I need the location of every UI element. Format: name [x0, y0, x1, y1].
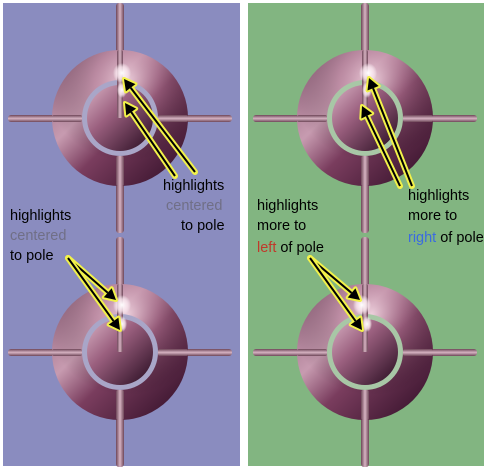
arrow-icon [65, 255, 122, 332]
arrow-icon [307, 255, 364, 332]
label-right-bottom: highlights more to left of pole [257, 198, 324, 256]
target-left-bottom [8, 237, 232, 467]
arrow-icon [122, 77, 198, 175]
bar-seg [52, 115, 82, 122]
bar-seg [297, 115, 327, 122]
label-left-top: highlights centered to pole [163, 178, 228, 234]
bar-seg [158, 349, 188, 356]
highlight-spot [359, 63, 377, 83]
bar-seg [361, 390, 369, 420]
bar-seg [158, 115, 188, 122]
arrow-icon [359, 104, 403, 189]
bar-seg [116, 390, 124, 420]
arrow-icon [365, 76, 415, 189]
bar-seg [297, 349, 327, 356]
label-left-bottom: highlights centered to pole [10, 208, 75, 264]
bar-seg [116, 156, 124, 186]
highlight-spot-inner [362, 316, 372, 332]
bar-seg [403, 349, 433, 356]
bar-seg [403, 115, 433, 122]
bar-seg [361, 156, 369, 186]
target-right-bottom [253, 237, 477, 467]
bar-seg [52, 349, 82, 356]
label-right-top: highlights more to right of pole [408, 188, 484, 246]
arrow-icon [123, 101, 178, 179]
